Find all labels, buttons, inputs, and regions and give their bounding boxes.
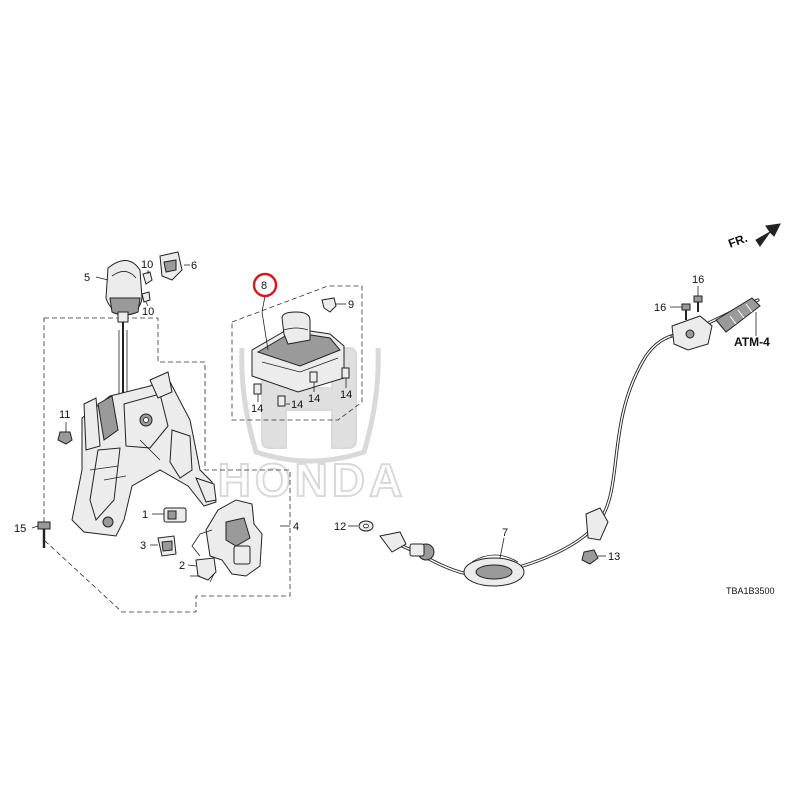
shift-knob[interactable] [105, 260, 143, 323]
bolt-16-upper[interactable] [693, 295, 703, 312]
switch-1[interactable] [163, 507, 187, 523]
callout-3[interactable]: 3 [140, 540, 146, 552]
clip-3[interactable] [157, 535, 177, 557]
shifter-assembly-outline [43, 317, 291, 613]
shift-console-cover[interactable] [251, 311, 345, 393]
callout-10-lower[interactable]: 10 [142, 306, 154, 318]
callout-14c[interactable]: 14 [308, 393, 320, 405]
washer-12[interactable] [358, 520, 374, 532]
cable-end-lever[interactable] [379, 531, 435, 561]
console-clip-14a[interactable] [253, 383, 262, 395]
console-clip-14c[interactable] [309, 371, 318, 383]
callout-2[interactable]: 2 [179, 560, 185, 572]
callout-14b[interactable]: 14 [291, 399, 303, 411]
nut-11[interactable] [57, 431, 73, 445]
front-label: FR. [726, 231, 749, 251]
callout-9[interactable]: 9 [348, 299, 354, 311]
harness-2[interactable] [195, 557, 217, 581]
callout-16-upper[interactable]: 16 [692, 274, 704, 286]
bolt-16-lower[interactable] [681, 303, 691, 320]
clip-10-lower[interactable] [141, 291, 151, 303]
callout-11[interactable]: 11 [59, 409, 70, 421]
console-clip-14b[interactable] [277, 395, 286, 407]
callout-15[interactable]: 15 [14, 523, 26, 535]
callouts: 5 10 6 10 11 15 1 3 2 4 8 9 14 14 14 14 … [14, 259, 775, 596]
callout-16-lower[interactable]: 16 [654, 302, 666, 314]
solenoid-unit[interactable] [191, 499, 263, 583]
callout-12[interactable]: 12 [334, 521, 346, 533]
clip-10-upper[interactable] [142, 271, 153, 285]
callout-6[interactable]: 6 [191, 260, 197, 272]
console-clip-14d[interactable] [341, 367, 350, 379]
diagram-code: TBA1B3500 [726, 586, 775, 596]
leader-lines [31, 264, 757, 577]
callout-10-upper[interactable]: 10 [141, 259, 153, 271]
atm-reference-label[interactable]: ATM-4 [734, 335, 770, 349]
nut-13[interactable] [581, 549, 599, 565]
front-direction-indicator: FR. [726, 223, 781, 251]
highlight-ring-part-8 [252, 272, 278, 298]
callout-5[interactable]: 5 [84, 272, 90, 284]
callout-14a[interactable]: 14 [251, 403, 263, 415]
cable-bracket[interactable] [585, 507, 609, 541]
callout-7[interactable]: 7 [502, 527, 508, 539]
cable-grommet[interactable] [463, 554, 525, 587]
callout-13[interactable]: 13 [608, 551, 620, 563]
bolt-15[interactable] [37, 521, 51, 548]
cable-end-transmission[interactable] [671, 297, 761, 351]
callout-8[interactable]: 8 [261, 280, 267, 292]
console-assembly-outline [231, 285, 363, 421]
callout-14d[interactable]: 14 [340, 389, 352, 401]
clip-9[interactable] [321, 297, 337, 313]
callout-1[interactable]: 1 [142, 509, 148, 521]
honda-watermark-text: HONDA [218, 454, 407, 506]
front-arrow-icon [755, 223, 781, 247]
shift-lever-bracket[interactable] [71, 371, 217, 537]
callout-4[interactable]: 4 [293, 521, 299, 533]
